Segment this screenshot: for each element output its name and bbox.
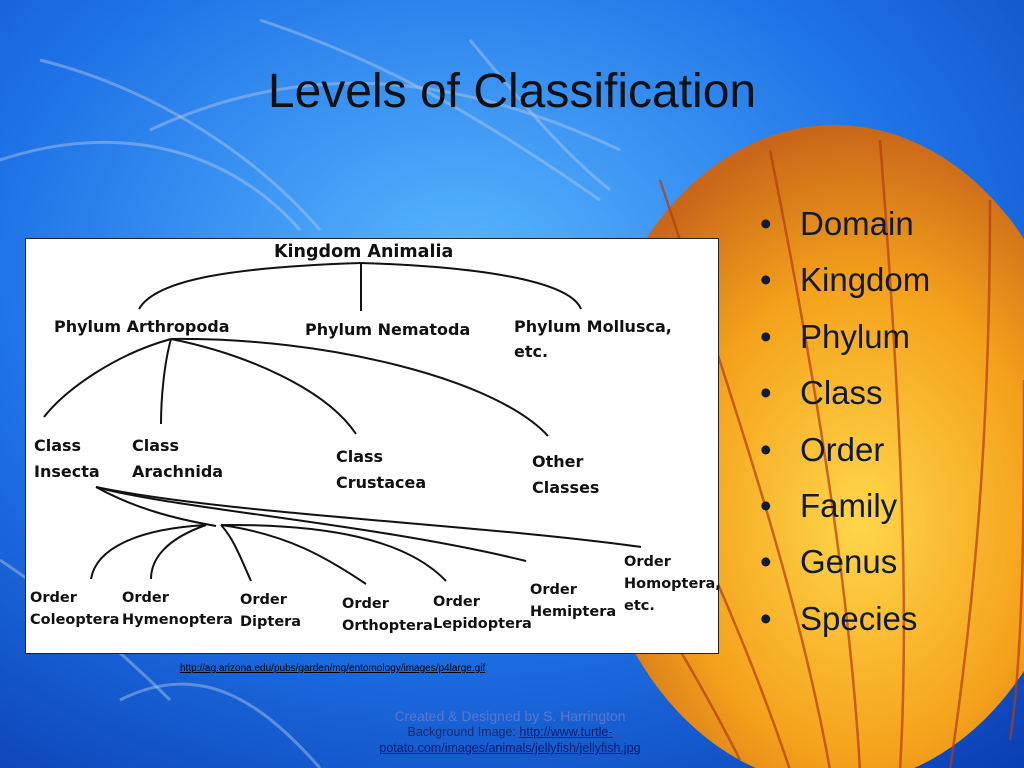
phylum-arthropoda-label: Phylum Arthropoda [54, 317, 230, 336]
bullet-label: Family [800, 486, 898, 524]
bullet-label: Class [800, 374, 883, 412]
bullet-item-class: • Class [760, 367, 930, 423]
bullet-label: Kingdom [800, 261, 931, 299]
bullet-label: Phylum [800, 317, 911, 355]
bullet-marker: • [760, 543, 772, 581]
slide-title: Levels of Classification [267, 65, 757, 118]
class-arachnida-label: Class [132, 436, 180, 455]
connector-kingdom-arthropoda [138, 262, 362, 310]
phylum-mollusca-etc-label: etc. [514, 342, 549, 361]
bullet-marker: • [760, 317, 772, 355]
order-coleoptera-name: Coleoptera [30, 612, 120, 628]
other-classes-name: Classes [532, 478, 600, 497]
bullet-item-family: • Family [760, 480, 930, 536]
bullet-item-domain: • Domain [760, 198, 930, 254]
bullet-item-genus: • Genus [760, 536, 930, 592]
class-crustacea-name: Crustacea [336, 473, 427, 492]
tree-connectors [43, 262, 642, 585]
connector-insecta-hemiptera [95, 486, 527, 562]
diagram-source-link[interactable]: http://ag.arizona.edu/pubs/garden/mg/ent… [180, 663, 486, 674]
phylum-mollusca-label: Phylum Mollusca, [514, 317, 672, 336]
class-arachnida-name: Arachnida [132, 462, 224, 481]
bullet-item-species: • Species [760, 593, 930, 649]
background-credit-line-2: potato.com/images/animals/jellyfish/jell… [355, 740, 665, 756]
bullet-item-order: • Order [760, 424, 930, 480]
order-orthoptera-name: Orthoptera [342, 618, 433, 634]
bullet-marker: • [760, 599, 772, 637]
connector-insecta-orthoptera [220, 524, 367, 585]
order-diptera-name: Diptera [240, 614, 302, 630]
kingdom-animalia-label: Kingdom Animalia [274, 242, 454, 262]
connector-insecta-coleoptera [90, 524, 207, 580]
bullet-marker: • [760, 374, 772, 412]
other-classes-label: Other [532, 452, 584, 471]
order-lepidoptera-name: Lepidoptera [433, 616, 532, 632]
order-orthoptera-label: Order [342, 596, 389, 612]
connector-insecta-trunk [95, 486, 217, 527]
order-hymenoptera-label: Order [122, 590, 169, 606]
bullet-label: Domain [800, 205, 914, 242]
background-credit-label: Background Image: [407, 725, 520, 739]
class-insecta-label: Class [34, 436, 82, 455]
connector-insecta-hymenoptera [150, 524, 207, 580]
background-credit-line: Background Image: http://www.turtle- [355, 724, 665, 740]
order-diptera-label: Order [240, 592, 287, 608]
background-image-link-cont[interactable]: potato.com/images/animals/jellyfish/jell… [379, 741, 641, 755]
bullet-item-phylum: • Phylum [760, 311, 930, 367]
order-homoptera-name: Homoptera, [624, 576, 721, 592]
class-insecta-name: Insecta [34, 462, 100, 481]
bullet-label: Genus [800, 543, 898, 581]
connector-insecta-lepidoptera [220, 523, 447, 582]
designer-credit: Created & Designed by S. Harrington [394, 708, 626, 724]
bullet-item-kingdom: • Kingdom [760, 254, 930, 310]
connector-arthropoda-insecta [43, 338, 172, 418]
connector-arthropoda-arachnida [160, 338, 172, 425]
bullet-label: Order [800, 430, 885, 468]
order-lepidoptera-label: Order [433, 594, 480, 610]
phylum-nematoda-label: Phylum Nematoda [305, 320, 471, 339]
order-homoptera-etc: etc. [624, 598, 655, 614]
bullet-label: Species [800, 599, 918, 637]
bullet-marker: • [760, 205, 772, 242]
order-hymenoptera-name: Hymenoptera [122, 612, 233, 628]
slide-credits: Created & Designed by S. Harrington Back… [355, 708, 665, 756]
classification-tree-diagram: Kingdom Animalia Phylum Arthropoda Phylu… [25, 238, 721, 654]
order-hemiptera-label: Order [530, 582, 577, 598]
bullet-marker: • [760, 486, 772, 524]
order-coleoptera-label: Order [30, 590, 77, 606]
order-homoptera-label: Order [624, 554, 671, 570]
connector-insecta-diptera [220, 524, 252, 582]
classification-levels-list: • Domain • Kingdom • Phylum • Class • Order •… [760, 198, 930, 649]
connector-arthropoda-crustacea [170, 338, 357, 435]
order-hemiptera-name: Hemiptera [530, 604, 617, 620]
background-image-link[interactable]: http://www.turtle- [519, 725, 613, 739]
connector-arthropoda-other [170, 337, 549, 437]
bullet-marker: • [760, 261, 772, 299]
bullet-marker: • [760, 430, 772, 468]
connector-kingdom-mollusca [360, 262, 582, 310]
connector-insecta-homoptera [95, 486, 642, 548]
class-crustacea-label: Class [336, 447, 384, 466]
